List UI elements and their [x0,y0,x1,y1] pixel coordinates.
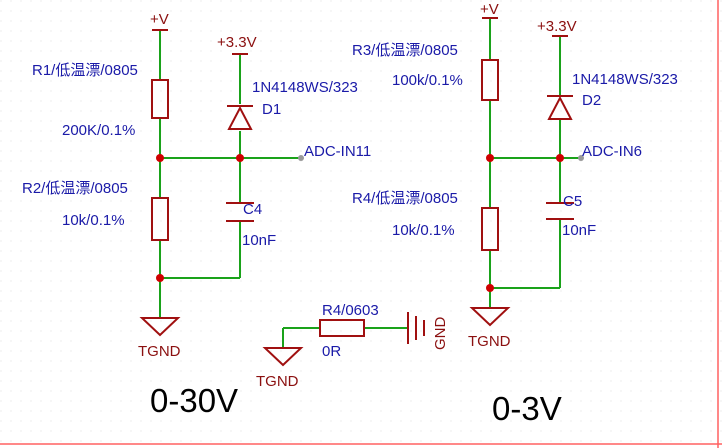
gnd-label: GND [432,317,449,351]
d1-designator: D1 [262,101,281,118]
r1-resistor[interactable] [151,79,169,119]
adc-in6-label: ADC-IN6 [582,143,642,160]
left-range-label: 0-30V [150,382,238,419]
gnd-symbol [407,312,425,344]
c4-designator: C4 [243,201,262,218]
adc-in11-port [298,155,304,161]
right-tgnd-symbol [469,307,511,327]
left-wires [159,30,300,318]
left-3v3-label: +3.3V [217,34,257,51]
junction-dot [486,154,494,162]
c4-value: 10nF [242,232,276,249]
d2-diode[interactable] [547,95,573,120]
r1-designator: R1/低温漂/0805 [32,62,138,79]
d1-diode[interactable] [227,105,253,130]
junction-dot [236,154,244,162]
r4-resistor[interactable] [481,207,499,251]
ground-bridge: R4/0603 0R TGND GND [256,302,449,390]
r1-value: 200K/0.1% [62,122,135,139]
junction-dot [156,154,164,162]
left-tgnd-symbol [139,317,181,337]
r2-value: 10k/0.1% [62,212,125,229]
c5-capacitor[interactable] [546,202,574,220]
c5-designator: C5 [563,193,582,210]
bridge-tgnd-label: TGND [256,373,299,390]
r2-resistor[interactable] [151,197,169,241]
c4-capacitor[interactable] [226,202,254,222]
junction-dot [486,284,494,292]
d2-designator: D2 [582,92,601,109]
d1-part: 1N4148WS/323 [252,79,358,96]
bridge-tgnd-symbol [262,347,304,367]
left-tgnd-label: TGND [138,343,181,360]
r3-resistor[interactable] [481,59,499,101]
r4-0603-resistor[interactable] [319,319,365,337]
junction-dot [556,154,564,162]
left-circuit: +V +3.3V R1/低温漂/0805 200K/0.1% 1N4148WS/… [22,11,371,419]
c5-value: 10nF [562,222,596,239]
r4-designator: R4/低温漂/0805 [352,190,458,207]
right-range-label: 0-3V [492,390,562,427]
right-vplus-label: +V [480,1,499,18]
r3-designator: R3/低温漂/0805 [352,42,458,59]
junction-dot [156,274,164,282]
left-vplus-label: +V [150,11,169,28]
adc-in11-label: ADC-IN11 [304,143,371,160]
right-tgnd-label: TGND [468,333,511,350]
right-circuit: +V +3.3V R3/低温漂/0805 100k/0.1% 1N4148WS/… [352,1,678,427]
r2-designator: R2/低温漂/0805 [22,180,128,197]
r3-value: 100k/0.1% [392,72,463,89]
adc-in6-port [578,155,584,161]
r4-0603-designator: R4/0603 [322,302,379,319]
right-3v3-label: +3.3V [537,18,577,35]
r4-value: 10k/0.1% [392,222,455,239]
bridge-wires [282,327,408,348]
r4-0603-value: 0R [322,343,341,360]
d2-part: 1N4148WS/323 [572,71,678,88]
